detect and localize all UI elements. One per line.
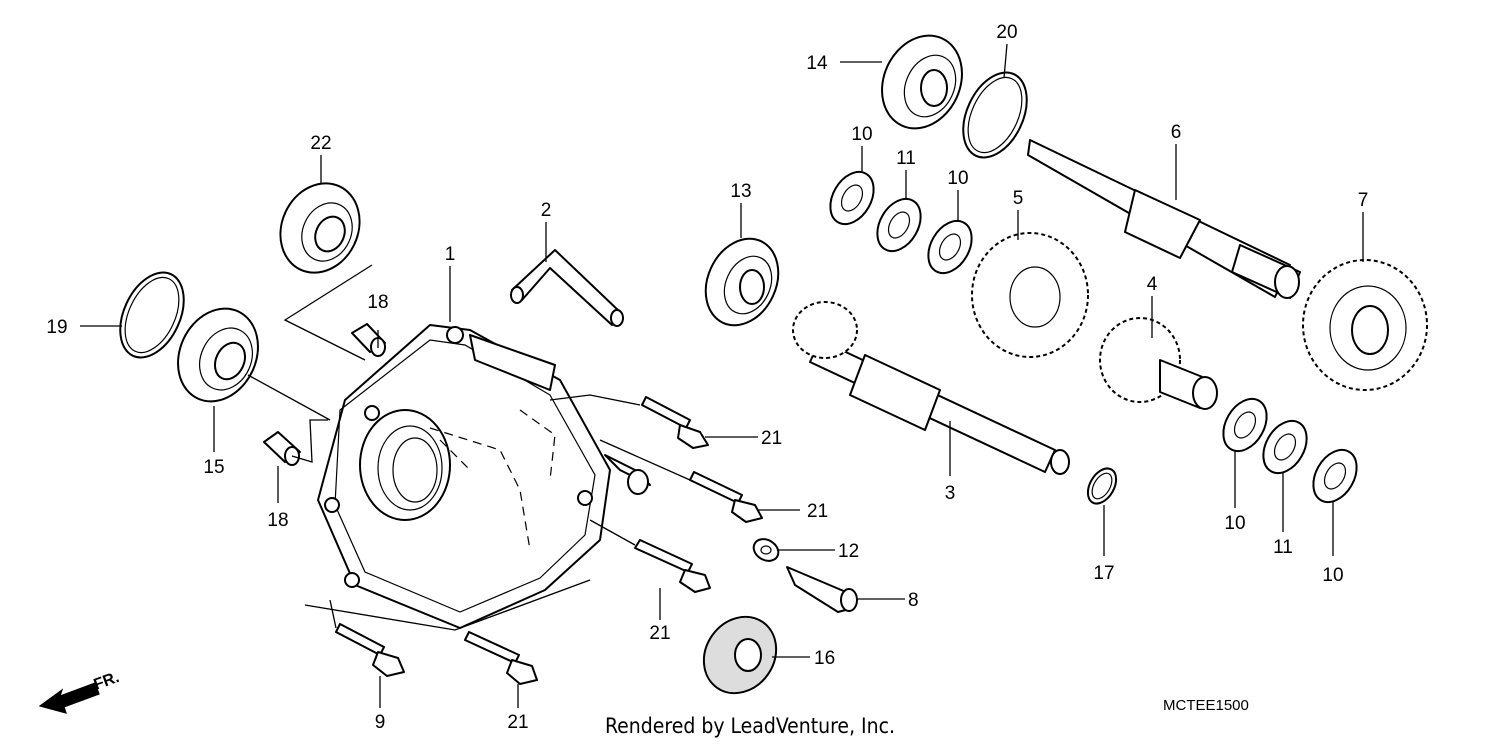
render-credit: Rendered by LeadVenture, Inc. — [605, 714, 895, 738]
part-18-dowel-lower[interactable] — [263, 431, 301, 466]
callout-10-a: 10 — [851, 124, 872, 145]
callout-10-c: 10 — [1224, 513, 1245, 534]
callout-21-a: 21 — [761, 428, 782, 449]
callout-12: 12 — [838, 541, 859, 562]
part-10-washer-d[interactable] — [1305, 442, 1366, 509]
callout-15: 15 — [203, 457, 224, 478]
part-18-dowel-upper[interactable] — [351, 323, 386, 357]
callout-8: 8 — [908, 590, 919, 611]
part-17-washer[interactable] — [1082, 464, 1122, 509]
part-12-washer[interactable] — [750, 535, 783, 565]
callout-22: 22 — [310, 133, 331, 154]
callout-11-b: 11 — [1273, 537, 1293, 558]
part-10-washer-b[interactable] — [920, 213, 981, 280]
part-10-washer-a[interactable] — [822, 164, 883, 231]
callout-19: 19 — [46, 317, 67, 338]
callout-3: 3 — [945, 483, 956, 504]
part-21-bolt-b[interactable] — [689, 471, 763, 523]
callout-4: 4 — [1147, 274, 1158, 295]
callout-21-d: 21 — [507, 712, 528, 733]
callout-17: 17 — [1093, 563, 1114, 584]
part-19-circlip[interactable] — [108, 262, 197, 367]
part-11-washer-b[interactable] — [1255, 413, 1316, 480]
callout-10-b: 10 — [947, 168, 968, 189]
part-20-circlip[interactable] — [951, 62, 1040, 167]
callout-6: 6 — [1171, 122, 1182, 143]
front-label: FR. — [92, 669, 122, 694]
callout-1: 1 — [445, 244, 456, 265]
part-11-washer-a[interactable] — [869, 191, 930, 258]
part-8-pin[interactable] — [786, 566, 858, 613]
callout-16: 16 — [814, 648, 835, 669]
part-21-bolt-c[interactable] — [634, 539, 711, 593]
callout-18-a: 18 — [367, 292, 388, 313]
callout-labels: 1 2 3 4 5 6 7 8 9 10 10 10 10 11 11 12 1… — [46, 22, 1368, 733]
part-3-shaft[interactable] — [792, 301, 1070, 475]
part-2-tube[interactable] — [510, 249, 624, 327]
part-15-bearing[interactable] — [163, 295, 272, 414]
part-1-cover[interactable] — [317, 324, 651, 629]
callout-11-a: 11 — [896, 148, 916, 169]
callout-10-d: 10 — [1322, 565, 1343, 586]
callout-20: 20 — [996, 22, 1017, 43]
part-14-bearing[interactable] — [867, 22, 976, 141]
part-21-bolt-a[interactable] — [641, 396, 709, 449]
part-4-gear[interactable] — [1099, 317, 1218, 410]
leader-lines — [80, 43, 1364, 708]
part-9-bolt[interactable] — [335, 623, 405, 677]
callout-18-b: 18 — [267, 510, 288, 531]
part-22-bearing[interactable] — [266, 170, 374, 285]
callout-21-c: 21 — [649, 623, 670, 644]
callout-9: 9 — [375, 712, 386, 733]
callout-21-b: 21 — [807, 501, 828, 522]
part-13-bearing[interactable] — [692, 227, 792, 337]
part-7-gear[interactable] — [1302, 259, 1428, 391]
part-6-shaft[interactable] — [1027, 139, 1301, 299]
diagram-code: MCTEE1500 — [1163, 697, 1249, 714]
callout-2: 2 — [541, 200, 552, 221]
callout-13: 13 — [730, 181, 751, 202]
front-direction-arrow-icon: FR. — [38, 669, 122, 714]
callout-7: 7 — [1358, 190, 1369, 211]
callout-14: 14 — [806, 53, 828, 74]
part-5-gear[interactable] — [971, 232, 1089, 358]
callout-5: 5 — [1013, 188, 1024, 209]
part-21-bolt-d[interactable] — [464, 631, 538, 685]
part-10-washer-c[interactable] — [1215, 391, 1276, 458]
part-16-oil-seal[interactable] — [689, 603, 791, 708]
